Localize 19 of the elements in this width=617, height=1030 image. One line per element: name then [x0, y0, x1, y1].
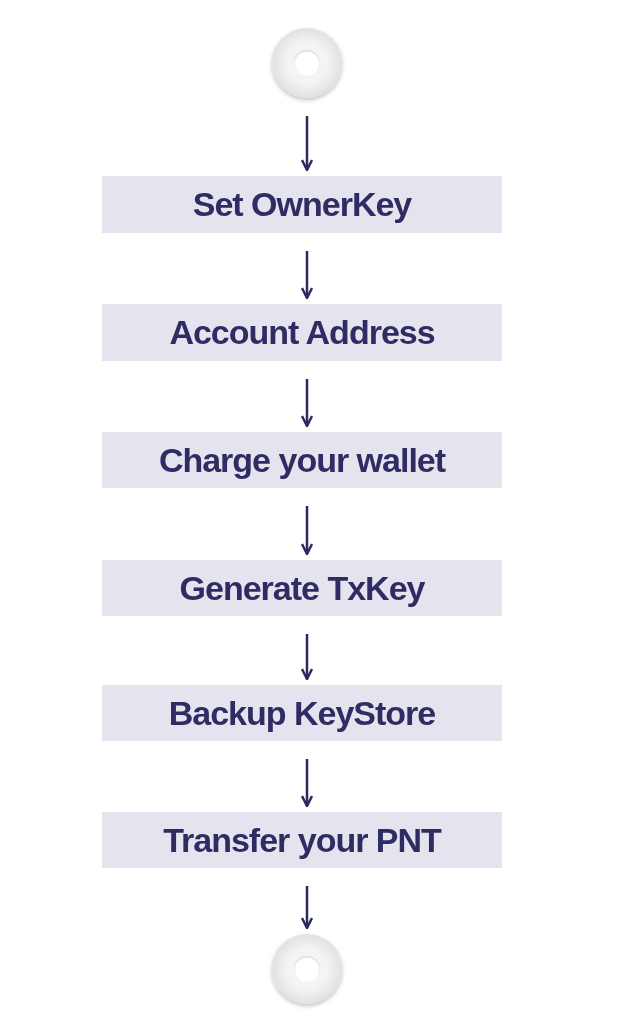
step-box	[102, 812, 502, 868]
arrow	[300, 506, 314, 556]
step-box	[102, 304, 502, 361]
step-label: Account Address	[169, 312, 435, 353]
step-box	[102, 685, 502, 741]
arrow	[300, 759, 314, 808]
arrow	[300, 251, 314, 300]
arrow	[300, 116, 314, 172]
step-label: Transfer your PNT	[163, 819, 441, 861]
arrow	[300, 886, 314, 930]
step-label: Generate TxKey	[179, 567, 425, 609]
step-label: Backup KeyStore	[168, 692, 436, 734]
step-box	[102, 560, 502, 616]
step-label: Set OwnerKey	[192, 184, 412, 225]
step-label: Charge your wallet	[158, 439, 446, 481]
step-box	[102, 176, 502, 233]
arrow	[300, 634, 314, 681]
step-box	[102, 432, 502, 488]
arrow	[300, 379, 314, 428]
